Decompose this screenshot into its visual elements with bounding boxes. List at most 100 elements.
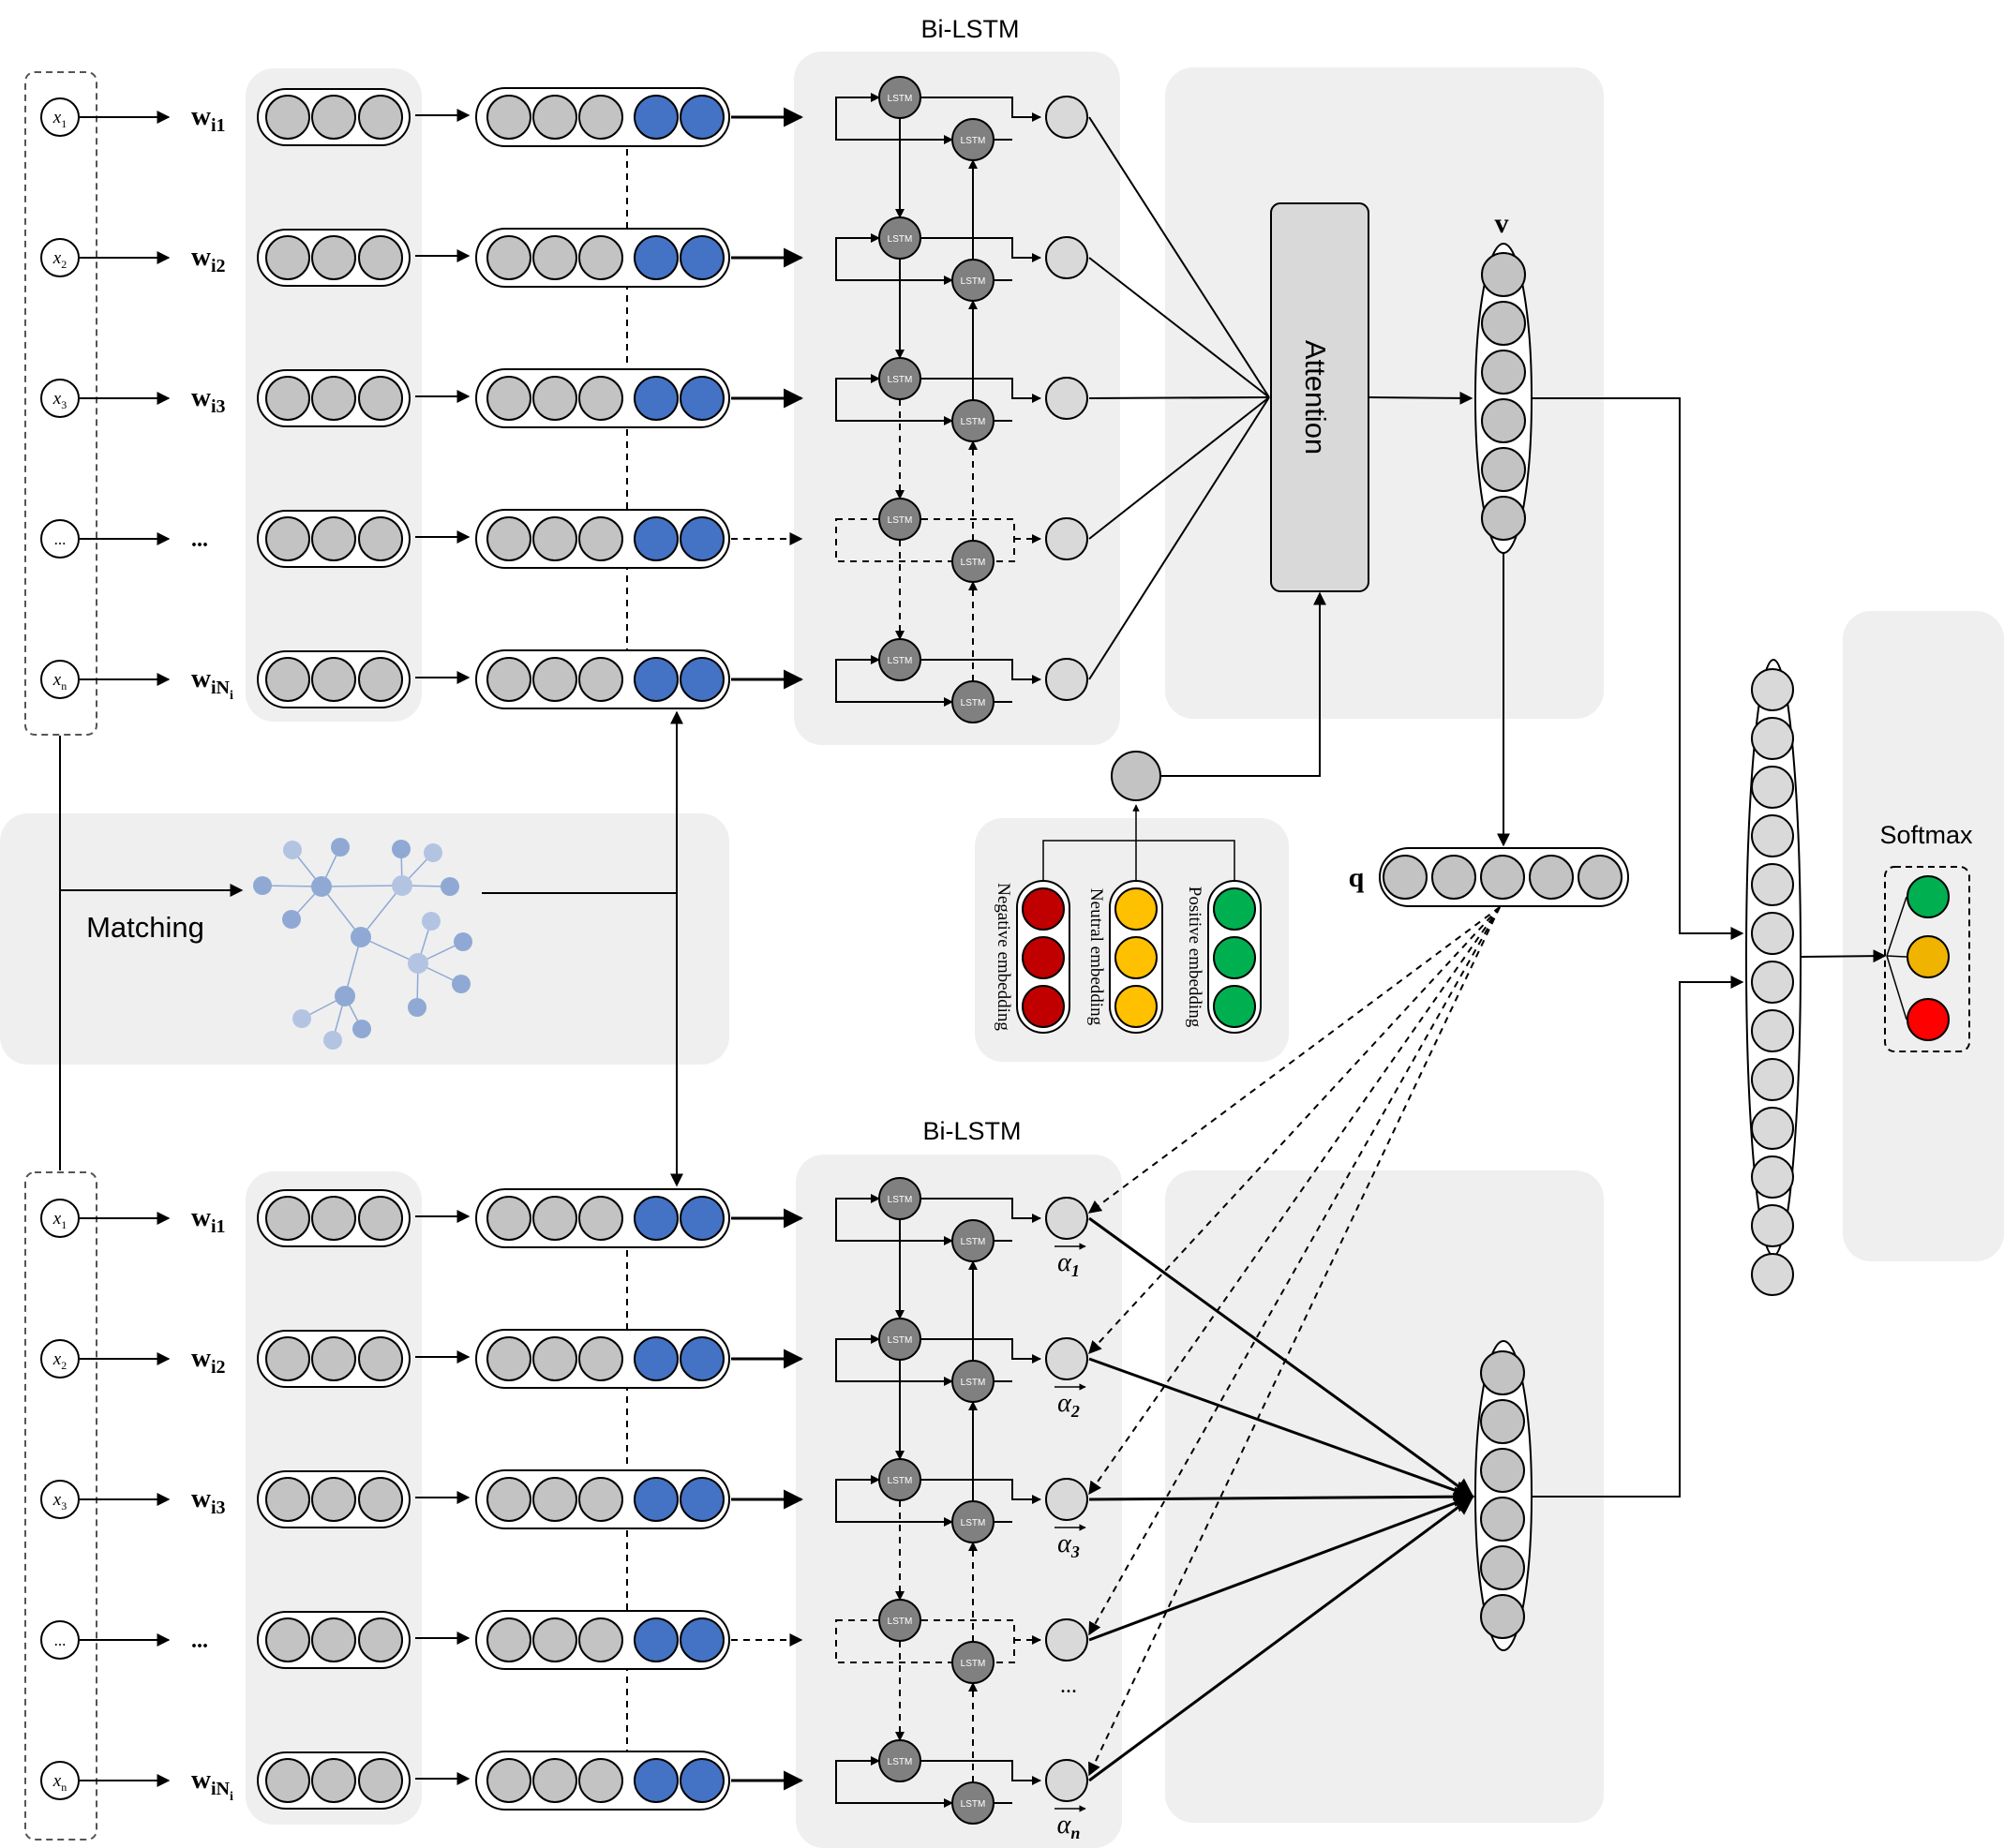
input-box-bottom bbox=[24, 1171, 97, 1841]
v-vector-node bbox=[1481, 252, 1526, 297]
sentiment-embedding-node bbox=[1114, 887, 1158, 931]
bottom-lstm-connector bbox=[835, 1619, 1015, 1663]
top-embedding-node bbox=[358, 657, 403, 702]
graph-edge bbox=[360, 936, 419, 964]
graph-edge bbox=[321, 885, 403, 887]
q-to-alpha-line bbox=[1087, 906, 1501, 1214]
top-word-label: wiNi bbox=[191, 663, 233, 703]
bottom-word-node bbox=[578, 1617, 623, 1662]
bottom-lstm-connector bbox=[835, 1756, 880, 1781]
bottom-word-label: wiNi bbox=[191, 1765, 233, 1804]
bottom-word-node bbox=[532, 1336, 577, 1381]
bottom-token-label: ... bbox=[54, 1632, 67, 1649]
top-lstm-connector bbox=[920, 659, 1041, 684]
aspect-vector-node bbox=[1480, 1497, 1525, 1542]
aspect-vector-node bbox=[1480, 1399, 1525, 1444]
bottom-word-node bbox=[532, 1617, 577, 1662]
bottom-word-node bbox=[578, 1336, 623, 1381]
bottom-aspect-node bbox=[680, 1477, 725, 1522]
top-aspect-node bbox=[634, 95, 679, 140]
top-backward-lstm-node bbox=[951, 259, 995, 302]
graph-node bbox=[282, 910, 301, 929]
aspect-vector-node bbox=[1480, 1545, 1525, 1590]
top-embedding-node bbox=[265, 657, 310, 702]
q-to-alpha-line bbox=[1088, 906, 1501, 1636]
top-backward-lstm-node bbox=[951, 118, 995, 161]
top-embedding-node bbox=[358, 95, 403, 140]
bottom-bilstm-title: Bi-LSTM bbox=[922, 1117, 1021, 1145]
top-aspect-node bbox=[680, 235, 725, 280]
v-vector-node bbox=[1481, 350, 1526, 395]
bottom-alpha-label: ... bbox=[1060, 1674, 1077, 1698]
top-lstm-connector bbox=[920, 378, 1041, 403]
graph-node bbox=[335, 986, 355, 1006]
top-word-label: wi2 bbox=[191, 242, 226, 276]
bottom-embedding-node bbox=[358, 1477, 403, 1522]
sentiment-embedding-label: Negative embedding bbox=[994, 883, 1013, 1031]
aspect-to-final-arrow bbox=[1532, 976, 1744, 1498]
top-hidden-state-node bbox=[1045, 377, 1088, 420]
top-lstm-connector bbox=[835, 233, 880, 258]
graph-node bbox=[422, 912, 441, 931]
top-lstm-connector bbox=[835, 679, 953, 707]
q-to-alpha-line bbox=[1088, 906, 1501, 1355]
top-word-node bbox=[486, 516, 531, 561]
bottom-backward-lstm-node bbox=[951, 1641, 995, 1684]
q-to-alpha-line bbox=[1088, 906, 1501, 1496]
bottom-lstm-text: LSTM bbox=[888, 1335, 913, 1346]
matching-label: Matching bbox=[86, 911, 204, 944]
top-aspect-node bbox=[680, 516, 725, 561]
top-lstm-text: LSTM bbox=[888, 656, 913, 666]
bottom-aspect-node bbox=[680, 1617, 725, 1662]
bottom-embedding-node bbox=[311, 1758, 356, 1803]
bottom-backward-lstm-node bbox=[951, 1219, 995, 1262]
bottom-word-node bbox=[486, 1758, 531, 1803]
sentiment-embedding-node bbox=[1022, 887, 1065, 931]
top-aspect-node bbox=[634, 657, 679, 702]
bottom-embedding-node bbox=[265, 1477, 310, 1522]
bottom-lstm-text: LSTM bbox=[961, 1237, 986, 1247]
bottom-aspect-node bbox=[634, 1758, 679, 1803]
bottom-lstm-text: LSTM bbox=[888, 1617, 913, 1627]
bottom-lstm-connector bbox=[835, 1334, 880, 1359]
hidden-to-attention-line bbox=[1088, 396, 1270, 540]
top-backward-lstm-node bbox=[951, 399, 995, 442]
top-lstm-connector bbox=[835, 655, 880, 679]
softmax-label: Softmax bbox=[1879, 821, 1973, 849]
top-forward-lstm-node bbox=[878, 498, 921, 541]
attention-panel bbox=[1165, 67, 1604, 719]
bottom-aspect-node bbox=[680, 1196, 725, 1241]
bottom-token-circle bbox=[40, 1199, 80, 1238]
graph-node bbox=[408, 998, 426, 1017]
top-lstm-text: LSTM bbox=[888, 375, 913, 385]
top-embedding-node bbox=[311, 657, 356, 702]
final-vector-node bbox=[1751, 1009, 1794, 1052]
top-token-circle bbox=[40, 660, 80, 699]
graph-node bbox=[331, 838, 350, 857]
top-aspect-node bbox=[634, 516, 679, 561]
alpha-to-aspect-line bbox=[1088, 1493, 1474, 1642]
sentiment-embedding-label: Positive embedding bbox=[1185, 887, 1204, 1028]
bottom-forward-lstm-node bbox=[878, 1177, 921, 1220]
top-word-label: ... bbox=[191, 528, 208, 552]
top-aspect-node bbox=[680, 95, 725, 140]
bottom-aspect-node bbox=[634, 1477, 679, 1522]
top-lstm-text: LSTM bbox=[888, 94, 913, 104]
sentiment-embedding-node bbox=[1114, 985, 1158, 1028]
bottom-hidden-state-node bbox=[1045, 1759, 1088, 1802]
top-lstm-text: LSTM bbox=[961, 417, 986, 427]
sentiment-embedding-label: Neutral embedding bbox=[1086, 888, 1106, 1026]
graph-node bbox=[454, 932, 472, 951]
bottom-word-label: wi2 bbox=[191, 1343, 226, 1378]
bottom-backward-lstm-node bbox=[951, 1500, 995, 1543]
graph-node bbox=[352, 1020, 371, 1038]
bottom-embedding-node bbox=[358, 1758, 403, 1803]
top-word-node bbox=[532, 657, 577, 702]
top-embedding-node bbox=[311, 235, 356, 280]
softmax-output-node bbox=[1907, 875, 1950, 918]
input-box-top bbox=[24, 71, 97, 736]
top-embedding-node bbox=[311, 95, 356, 140]
graph-edge bbox=[321, 886, 362, 938]
top-lstm-connector bbox=[920, 97, 1041, 122]
aspect-vector-node bbox=[1480, 1594, 1525, 1639]
